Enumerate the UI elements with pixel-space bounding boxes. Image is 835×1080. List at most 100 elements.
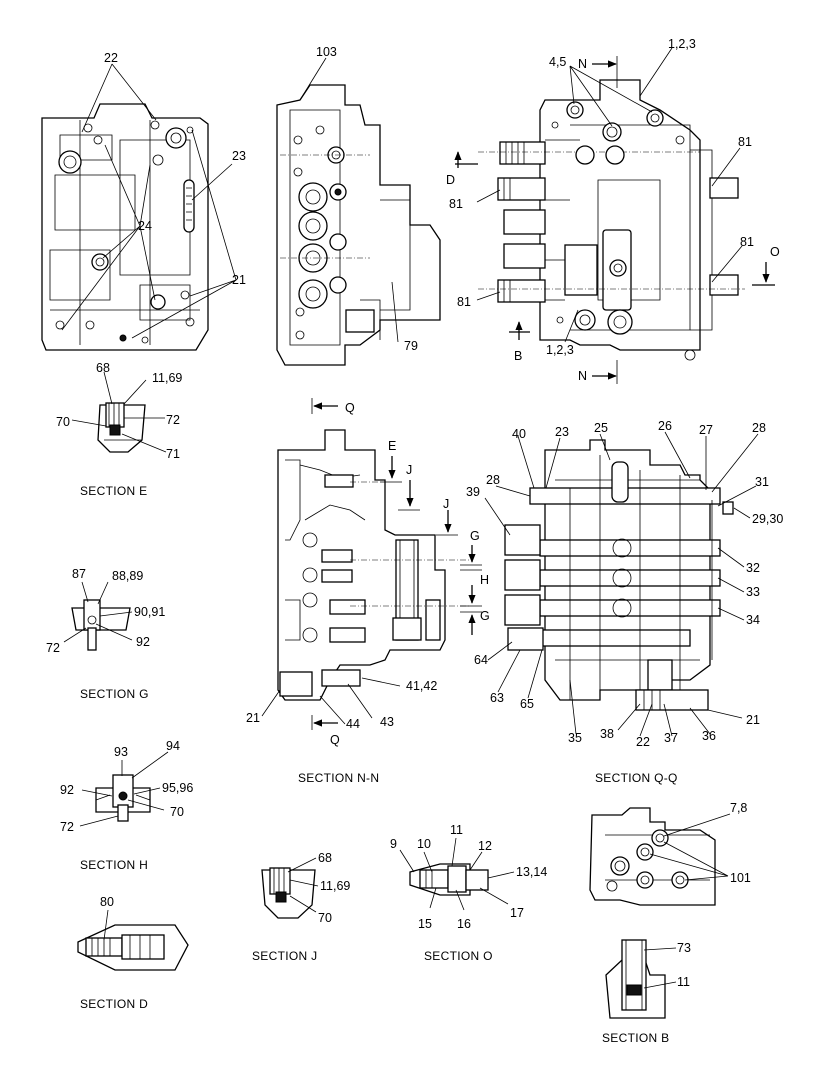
callout: 70 xyxy=(56,415,70,429)
callout: 72 xyxy=(46,641,60,655)
callout: 70 xyxy=(318,911,332,925)
section-g-detail xyxy=(63,581,133,651)
callout: 90,91 xyxy=(134,605,165,619)
callout: 21 xyxy=(246,711,260,725)
callout: 92 xyxy=(60,783,74,797)
section-o-detail xyxy=(399,837,515,911)
callout: 36 xyxy=(702,729,716,743)
callout: 80 xyxy=(100,895,114,909)
section-d-detail xyxy=(77,909,189,971)
callout: 72 xyxy=(166,413,180,427)
callout: 28 xyxy=(486,473,500,487)
callout: 70 xyxy=(170,805,184,819)
callout: 35 xyxy=(568,731,582,745)
section-j-detail xyxy=(261,857,319,919)
callout: 95,96 xyxy=(162,781,193,795)
callout: 37 xyxy=(664,731,678,745)
callout: 4,5 xyxy=(549,55,566,69)
callout: 103 xyxy=(316,45,337,59)
callout: 71 xyxy=(166,447,180,461)
callout: 31 xyxy=(755,475,769,489)
callout: 25 xyxy=(594,421,608,435)
port-block-detail xyxy=(589,807,731,906)
callout: J xyxy=(406,463,412,477)
callout: 22 xyxy=(636,735,650,749)
callout: 23 xyxy=(555,425,569,439)
caption-section-h: SECTION H xyxy=(80,858,148,872)
callout: 68 xyxy=(318,851,332,865)
callout: 38 xyxy=(600,727,614,741)
callout: 81 xyxy=(738,135,752,149)
callout: 65 xyxy=(520,697,534,711)
callout: 23 xyxy=(232,149,246,163)
callout: Q xyxy=(345,401,355,415)
callout: 1,2,3 xyxy=(668,37,696,51)
valve-body-front-view xyxy=(41,63,237,351)
callout: 11,69 xyxy=(152,371,182,385)
callout: 17 xyxy=(510,906,524,920)
callout: 72 xyxy=(60,820,74,834)
caption-section-q-q: SECTION Q-Q xyxy=(595,771,678,785)
callout: 88,89 xyxy=(112,569,143,583)
section-q-q-detail xyxy=(484,431,759,737)
callout: 13,14 xyxy=(516,865,547,879)
callout: G xyxy=(470,529,480,543)
section-h-detail xyxy=(79,751,169,827)
callout: 94 xyxy=(166,739,180,753)
callout: 29,30 xyxy=(752,512,783,526)
callout: N xyxy=(578,369,587,383)
callout: B xyxy=(514,349,522,363)
valve-body-side-view xyxy=(276,57,441,366)
callout: 26 xyxy=(658,419,672,433)
valve-body-top-view xyxy=(454,47,775,384)
callout: 27 xyxy=(699,423,713,437)
caption-section-n-n: SECTION N-N xyxy=(298,771,379,785)
callout: J xyxy=(443,497,449,511)
callout: 81 xyxy=(449,197,463,211)
callout: 12 xyxy=(478,839,492,853)
callout: 24 xyxy=(138,219,152,233)
section-e-detail xyxy=(71,371,167,453)
caption-section-d: SECTION D xyxy=(80,997,148,1011)
callout: 44 xyxy=(346,717,360,731)
callout: 81 xyxy=(740,235,754,249)
callout: 22 xyxy=(104,51,118,65)
callout: 28 xyxy=(752,421,766,435)
callout: E xyxy=(388,439,396,453)
callout: 11,69 xyxy=(320,879,350,893)
callout: 15 xyxy=(418,917,432,931)
callout: O xyxy=(770,245,780,259)
callout: 73 xyxy=(677,941,691,955)
callout: 1,2,3 xyxy=(546,343,574,357)
callout-labels: 22 103 4,5 N 1,2,3 23 81 D 81 24 81 O 21… xyxy=(46,37,783,989)
callout: D xyxy=(446,173,455,187)
callout: H xyxy=(480,573,489,587)
callout: 11 xyxy=(677,975,690,989)
callout: G xyxy=(480,609,490,623)
callout: 40 xyxy=(512,427,526,441)
callout: 43 xyxy=(380,715,394,729)
callout: 11 xyxy=(450,823,463,837)
callout: 64 xyxy=(474,653,488,667)
callout: 21 xyxy=(232,273,246,287)
callout: 68 xyxy=(96,361,110,375)
section-b-detail xyxy=(605,939,677,1019)
callout: 16 xyxy=(457,917,471,931)
callout: 63 xyxy=(490,691,504,705)
callout: Q xyxy=(330,733,340,747)
callout: 21 xyxy=(746,713,760,727)
callout: 32 xyxy=(746,561,760,575)
callout: 10 xyxy=(417,837,431,851)
callout: 93 xyxy=(114,745,128,759)
callout: 9 xyxy=(390,837,397,851)
callout: N xyxy=(578,57,587,71)
callout: 39 xyxy=(466,485,480,499)
callout: 33 xyxy=(746,585,760,599)
callout: 92 xyxy=(136,635,150,649)
caption-section-b: SECTION B xyxy=(602,1031,669,1045)
callout: 41,42 xyxy=(406,679,437,693)
caption-section-j: SECTION J xyxy=(252,949,317,963)
caption-section-o: SECTION O xyxy=(424,949,493,963)
callout: 79 xyxy=(404,339,418,353)
